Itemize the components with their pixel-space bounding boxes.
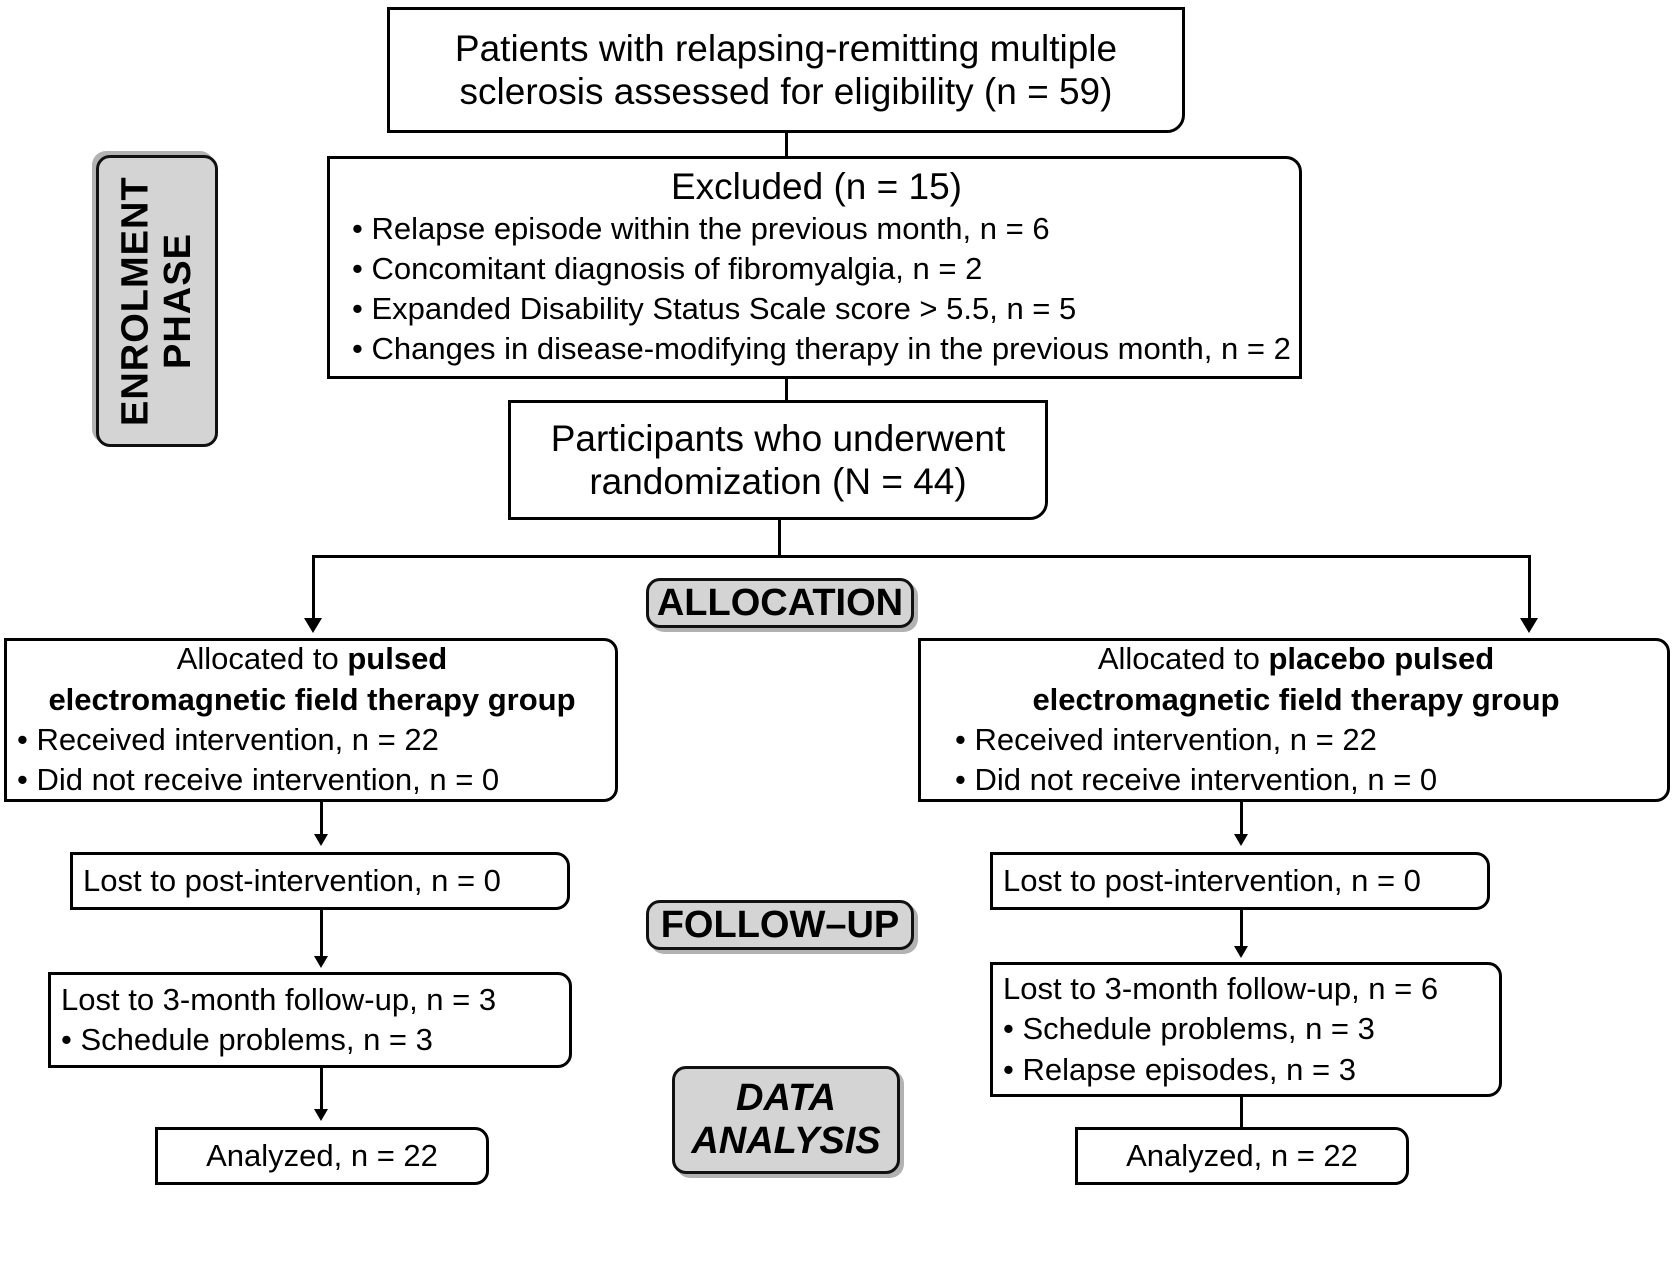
bullet-glyph: • — [352, 291, 372, 327]
assessed-line-2: sclerosis assessed for eligibility (n = … — [459, 71, 1113, 112]
bullet-glyph: • — [1003, 1051, 1023, 1087]
randomized-line-1: Participants who underwent — [550, 417, 1006, 459]
left-allocation-bullet-1: • Received intervention, n = 22 — [17, 722, 439, 757]
connector-left-lost3month-to-analyzed — [320, 1068, 323, 1111]
node-left-lost-3month: Lost to 3-month follow-up, n = 3 • Sched… — [48, 972, 572, 1068]
connector-left-alloc-to-lostpost — [320, 802, 323, 836]
left-analyzed-text: Analyzed, n = 22 — [206, 1137, 438, 1173]
node-right-allocation: Allocated to placebo pulsed electromagne… — [918, 638, 1670, 802]
right-allocation-line-1: Allocated to placebo pulsed — [1097, 641, 1495, 677]
phase-label-enrolment-text: ENROLMENT PHASE — [114, 176, 199, 426]
bullet-glyph: • — [17, 762, 37, 798]
left-allocation-bullet-2: • Did not receive intervention, n = 0 — [17, 762, 500, 798]
connector-randomization-down — [778, 520, 781, 557]
excluded-heading: Excluded (n = 15) — [670, 166, 963, 208]
left-lost-3month-heading: Lost to 3-month follow-up, n = 3 — [61, 981, 497, 1017]
right-lost-3month-bullet-1: • Schedule problems, n = 3 — [1003, 1011, 1375, 1047]
bullet-glyph: • — [17, 722, 37, 757]
arrow-right-lostpost-to-lost3month — [1234, 946, 1248, 958]
bullet-glyph: • — [352, 210, 372, 246]
right-analyzed-text: Analyzed, n = 22 — [1126, 1137, 1358, 1173]
node-right-analyzed: Analyzed, n = 22 — [1075, 1127, 1409, 1185]
connector-assessed-to-excluded — [785, 133, 788, 156]
excluded-bullet-2: • Concomitant diagnosis of fibromyalgia,… — [352, 250, 983, 286]
right-lost-post-text: Lost to post-intervention, n = 0 — [1003, 862, 1421, 898]
left-lost-3month-bullet-1: • Schedule problems, n = 3 — [61, 1022, 433, 1057]
node-assessed-for-eligibility: Patients with relapsing-remitting multip… — [387, 7, 1185, 133]
phase-label-data-analysis-text: DATA ANALYSIS — [691, 1077, 881, 1162]
phase-label-data-analysis: DATA ANALYSIS — [672, 1066, 900, 1174]
phase-label-follow-up-text: FOLLOW–UP — [660, 903, 900, 946]
connector-right-lostpost-to-lost3month — [1240, 910, 1243, 948]
bullet-glyph: • — [352, 331, 372, 367]
arrow-right-branch — [1520, 618, 1538, 633]
randomized-line-2: randomization (N = 44) — [589, 461, 967, 502]
connector-right-branch — [1528, 555, 1531, 620]
arrow-left-lost3month-to-analyzed — [314, 1109, 328, 1121]
node-randomization: Participants who underwent randomization… — [508, 400, 1048, 520]
connector-right-lost3month-to-analyzed — [1240, 1097, 1243, 1140]
bullet-glyph: • — [352, 250, 372, 286]
connector-right-alloc-to-lostpost — [1240, 802, 1243, 836]
left-allocation-line-2: electromagnetic field therapy group — [48, 681, 576, 717]
right-allocation-line-2: electromagnetic field therapy group — [1032, 681, 1560, 717]
node-right-lost-post-intervention: Lost to post-intervention, n = 0 — [990, 852, 1490, 910]
left-lost-post-text: Lost to post-intervention, n = 0 — [83, 862, 501, 898]
node-excluded: Excluded (n = 15) • Relapse episode with… — [327, 156, 1302, 379]
connector-left-branch — [312, 555, 315, 620]
phase-label-allocation: ALLOCATION — [646, 578, 914, 628]
bullet-glyph: • — [61, 1022, 81, 1057]
connector-left-lostpost-to-lost3month — [320, 910, 323, 958]
right-allocation-bullet-2: • Did not receive intervention, n = 0 — [955, 762, 1438, 798]
excluded-bullet-3: • Expanded Disability Status Scale score… — [352, 291, 1077, 327]
phase-label-enrolment: ENROLMENT PHASE — [96, 155, 218, 447]
arrow-right-alloc-to-lostpost — [1234, 834, 1248, 846]
node-right-lost-3month: Lost to 3-month follow-up, n = 6 • Sched… — [990, 962, 1502, 1097]
excluded-bullet-4: • Changes in disease-modifying therapy i… — [352, 331, 1291, 367]
bullet-glyph: • — [1003, 1011, 1023, 1047]
left-allocation-line-1: Allocated to pulsed — [176, 641, 448, 677]
arrow-left-alloc-to-lostpost — [314, 834, 328, 846]
right-lost-3month-bullet-2: • Relapse episodes, n = 3 — [1003, 1051, 1356, 1087]
right-lost-3month-heading: Lost to 3-month follow-up, n = 6 — [1003, 971, 1439, 1007]
right-allocation-bullet-1: • Received intervention, n = 22 — [955, 722, 1377, 757]
bullet-glyph: • — [955, 762, 975, 798]
assessed-line-1: Patients with relapsing-remitting multip… — [454, 27, 1118, 69]
connector-split-bus — [312, 555, 1530, 558]
node-left-allocation: Allocated to pulsed electromagnetic fiel… — [4, 638, 618, 802]
node-left-analyzed: Analyzed, n = 22 — [155, 1127, 489, 1185]
connector-excluded-to-randomization — [785, 379, 788, 400]
node-left-lost-post-intervention: Lost to post-intervention, n = 0 — [70, 852, 570, 910]
bullet-glyph: • — [955, 722, 975, 757]
phase-label-follow-up: FOLLOW–UP — [646, 900, 914, 950]
arrow-left-branch — [304, 618, 322, 633]
excluded-bullet-1: • Relapse episode within the previous mo… — [352, 210, 1050, 246]
arrow-left-lostpost-to-lost3month — [314, 956, 328, 968]
phase-label-allocation-text: ALLOCATION — [656, 581, 904, 624]
